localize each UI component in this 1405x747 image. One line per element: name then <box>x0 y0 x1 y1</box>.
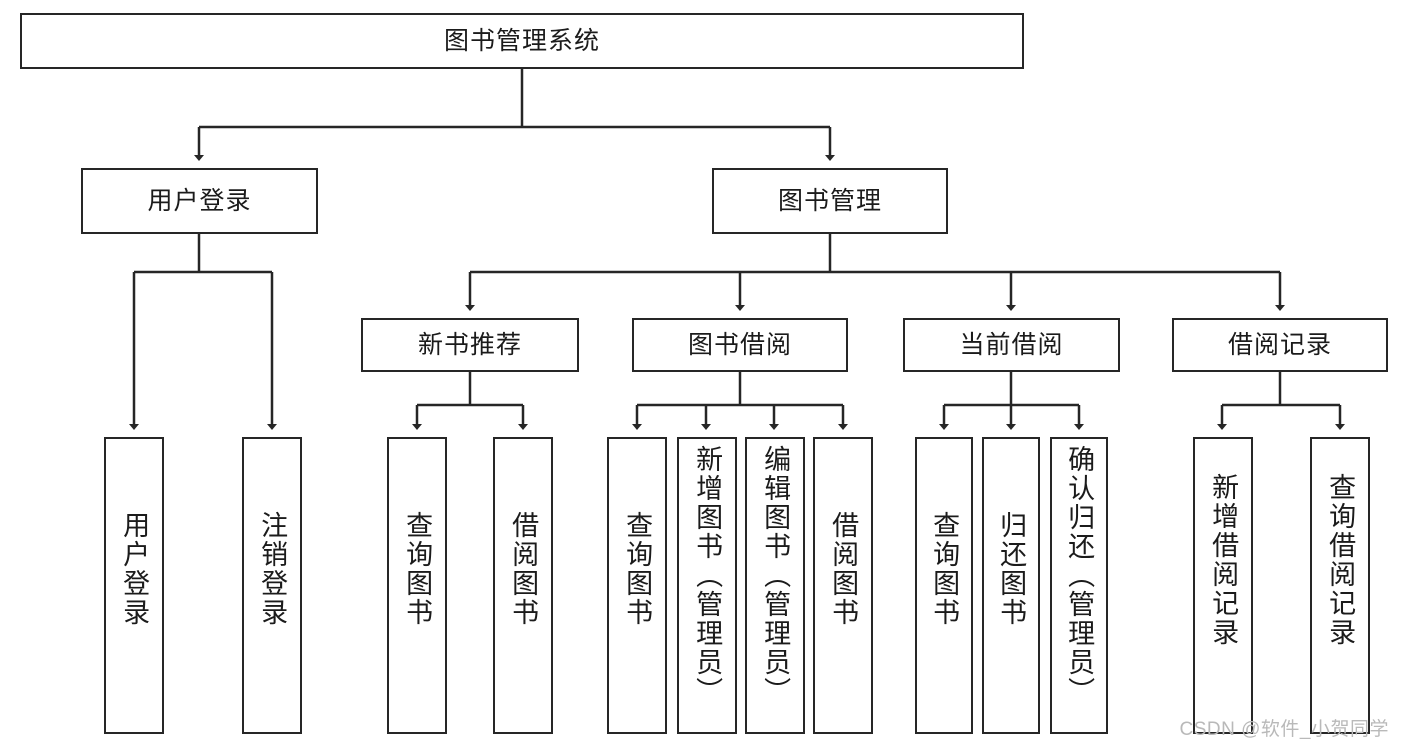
leaf-confirm-return-admin[interactable]: 确认归还（管理员） <box>1050 437 1108 734</box>
node-label: 查询借阅记录 <box>1325 473 1356 647</box>
leaf-query-borrow-record[interactable]: 查询借阅记录 <box>1310 437 1370 734</box>
node-current-borrow[interactable]: 当前借阅 <box>903 318 1120 372</box>
node-label: 用户登录 <box>147 186 252 215</box>
node-label: 当前借阅 <box>959 330 1064 359</box>
leaf-query-book[interactable]: 查询图书 <box>607 437 667 734</box>
node-label: 确认归还（管理员） <box>1064 445 1095 706</box>
node-label: 新书推荐 <box>417 330 522 359</box>
node-label: 归还图书 <box>996 511 1027 627</box>
leaf-add-book-admin[interactable]: 新增图书（管理员） <box>677 437 737 734</box>
node-label: 新增借阅记录 <box>1208 473 1239 647</box>
node-label: 借阅图书 <box>828 511 859 627</box>
node-label: 图书借阅 <box>687 330 792 359</box>
node-label: 查询图书 <box>402 511 433 627</box>
leaf-borrow-book-recommend[interactable]: 借阅图书 <box>493 437 553 734</box>
node-root-book-management-system[interactable]: 图书管理系统 <box>20 13 1024 69</box>
node-book-borrow[interactable]: 图书借阅 <box>632 318 848 372</box>
node-label: 图书管理系统 <box>443 26 600 55</box>
csdn-watermark: CSDN @软件_小贺同学 <box>1179 719 1389 740</box>
node-book-management[interactable]: 图书管理 <box>712 168 948 234</box>
node-label: 借阅图书 <box>508 511 539 627</box>
node-label: 新增图书（管理员） <box>692 445 723 706</box>
leaf-query-book-recommend[interactable]: 查询图书 <box>387 437 447 734</box>
leaf-borrow-book[interactable]: 借阅图书 <box>813 437 873 734</box>
node-label: 查询图书 <box>929 511 960 627</box>
leaf-logout[interactable]: 注销登录 <box>242 437 302 734</box>
leaf-edit-book-admin[interactable]: 编辑图书（管理员） <box>745 437 805 734</box>
leaf-user-login[interactable]: 用户登录 <box>104 437 164 734</box>
node-user-login[interactable]: 用户登录 <box>81 168 318 234</box>
node-label: 用户登录 <box>119 511 150 627</box>
leaf-add-borrow-record[interactable]: 新增借阅记录 <box>1193 437 1253 734</box>
node-label: 编辑图书（管理员） <box>760 445 791 706</box>
leaf-query-book-current[interactable]: 查询图书 <box>915 437 973 734</box>
node-label: 注销登录 <box>257 511 288 627</box>
node-label: 借阅记录 <box>1227 330 1332 359</box>
node-label: 图书管理 <box>777 186 882 215</box>
leaf-return-book[interactable]: 归还图书 <box>982 437 1040 734</box>
node-new-book-recommend[interactable]: 新书推荐 <box>361 318 579 372</box>
node-borrow-record[interactable]: 借阅记录 <box>1172 318 1388 372</box>
node-label: 查询图书 <box>622 511 653 627</box>
